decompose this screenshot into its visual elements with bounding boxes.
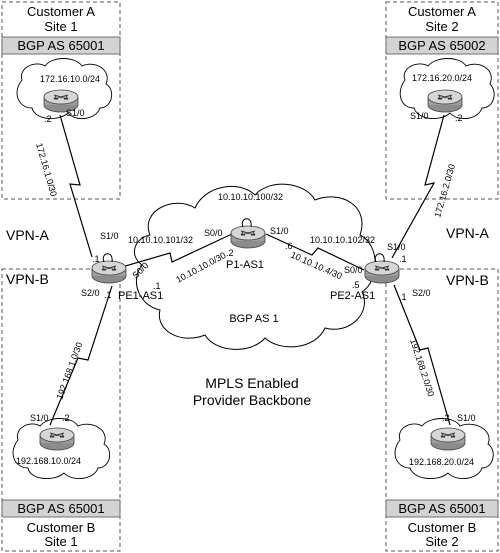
site-a2-customer: Customer A (408, 4, 476, 19)
site-b2-router-icon (430, 427, 466, 451)
site-a2-router-icon (427, 89, 463, 113)
pe2-loopback-icon (374, 253, 385, 263)
vpn-a-right-label: VPN-A (446, 225, 489, 241)
site-b1-bgp: BGP AS 65001 (17, 501, 104, 516)
link-b2-pe2-subnet: 192.168.2.0/30 (408, 338, 436, 398)
pe1-loopback-address: 10.10.10.101/32 (128, 235, 193, 245)
link-a2-pe2-subnet: 172.16.2.0/30 (432, 163, 457, 219)
vpn-b-left-label: VPN-B (6, 271, 49, 287)
site-b1-addr: .2 (62, 413, 70, 423)
pe2-if-s10: S1/0 (387, 242, 406, 252)
site-a2-if-s10: S1/0 (410, 111, 429, 121)
site-b1-router-icon (39, 427, 75, 451)
link-b2-pe2 (393, 284, 451, 426)
pe2-addr-vpnb: .1 (399, 292, 407, 302)
pe1-addr-vpnb: .1 (104, 290, 112, 300)
link-pe1-p1 (121, 233, 233, 268)
p1-if-s00: S0/0 (204, 228, 223, 238)
pe2-if-s20: S2/0 (412, 288, 431, 298)
pe1-router-icon (91, 260, 127, 284)
link-b1-pe1 (49, 285, 113, 426)
pe2-addr-vpna: .1 (399, 254, 407, 264)
p1-router-icon (230, 225, 266, 249)
p1-if-s10: S1/0 (270, 226, 289, 236)
mpls-backbone-cloud (133, 183, 376, 350)
site-a1-site: Site 1 (44, 19, 77, 34)
pe1-if-s20: S2/0 (81, 288, 100, 298)
site-b2-panel (385, 268, 499, 552)
pe2-name: PE2-AS1 (330, 290, 375, 302)
pe1-name: PE1-AS1 (118, 290, 163, 302)
p1-name: P1-AS1 (226, 259, 264, 271)
site-b1-if-s10: S1/0 (30, 413, 49, 423)
site-a2-lan-cloud (399, 58, 495, 119)
pe2-router-icon (364, 260, 400, 284)
site-a1-bgp-band (1, 36, 121, 55)
pe2-if-s00: S0/0 (344, 265, 363, 275)
p1-addr-2: .2 (226, 248, 234, 258)
link-b1-pe1-subnet: 192.168.1.0/30 (54, 341, 84, 401)
site-a1-addr: .2 (44, 114, 52, 124)
site-b2-bgp-band (385, 499, 499, 518)
vpn-b-right-label: VPN-B (446, 272, 489, 288)
site-a1-panel (1, 1, 121, 200)
backbone-bgp-as: BGP AS 1 (229, 313, 278, 325)
link-a1-pe1 (59, 114, 93, 258)
site-a1-customer: Customer A (27, 4, 95, 19)
p1-addr-6: .6 (285, 241, 293, 251)
site-a2-addr: .2 (455, 113, 463, 123)
site-b1-customer: Customer B (27, 520, 96, 535)
pe2-addr-5: .5 (352, 280, 360, 290)
link-a2-pe2 (391, 114, 445, 259)
site-a1-lan-cloud (16, 58, 113, 119)
site-a2-panel (385, 1, 499, 200)
site-a1-bgp: BGP AS 65001 (17, 38, 104, 53)
pe1-addr-vpna: .1 (92, 254, 100, 264)
site-b1-network: 192.168.10.0/24 (16, 456, 81, 466)
vpn-a-left-label: VPN-A (6, 227, 49, 243)
site-b2-customer: Customer B (408, 520, 477, 535)
site-b1-panel (1, 268, 121, 552)
site-a2-bgp-band (385, 36, 499, 55)
site-b1-site: Site 1 (44, 534, 77, 549)
link-a1-pe1-subnet: 172.16.1.0/30 (34, 142, 59, 198)
site-a1-network: 172.16.10.0/24 (40, 74, 100, 84)
site-a2-bgp: BGP AS 65002 (398, 38, 485, 53)
pe1-if-s10: S1/0 (100, 231, 119, 241)
pe1-loopback-icon (102, 253, 113, 263)
site-b2-addr: .2 (442, 413, 450, 423)
p1-loopback-address: 10.10.10.100/32 (218, 192, 283, 202)
pe1-addr-core: .1 (153, 281, 161, 291)
site-b2-network: 192.168.20.0/24 (409, 457, 474, 467)
link-p1-pe2 (265, 233, 365, 271)
site-b1-bgp-band (1, 499, 121, 518)
backbone-caption-line1: MPLS Enabled (205, 375, 298, 391)
site-b2-bgp: BGP AS 65001 (398, 501, 485, 516)
site-a1-if-s10: S1/0 (66, 108, 85, 118)
site-b2-if-s10: S1/0 (457, 413, 476, 423)
site-b2-site: Site 2 (425, 534, 458, 549)
backbone-caption-line2: Provider Backbone (193, 392, 312, 408)
site-a2-site: Site 2 (425, 19, 458, 34)
p1-loopback-icon (241, 218, 252, 228)
pe2-loopback-address: 10.10.10.102/32 (310, 235, 375, 245)
site-a2-network: 172.16.20.0/24 (412, 73, 472, 83)
